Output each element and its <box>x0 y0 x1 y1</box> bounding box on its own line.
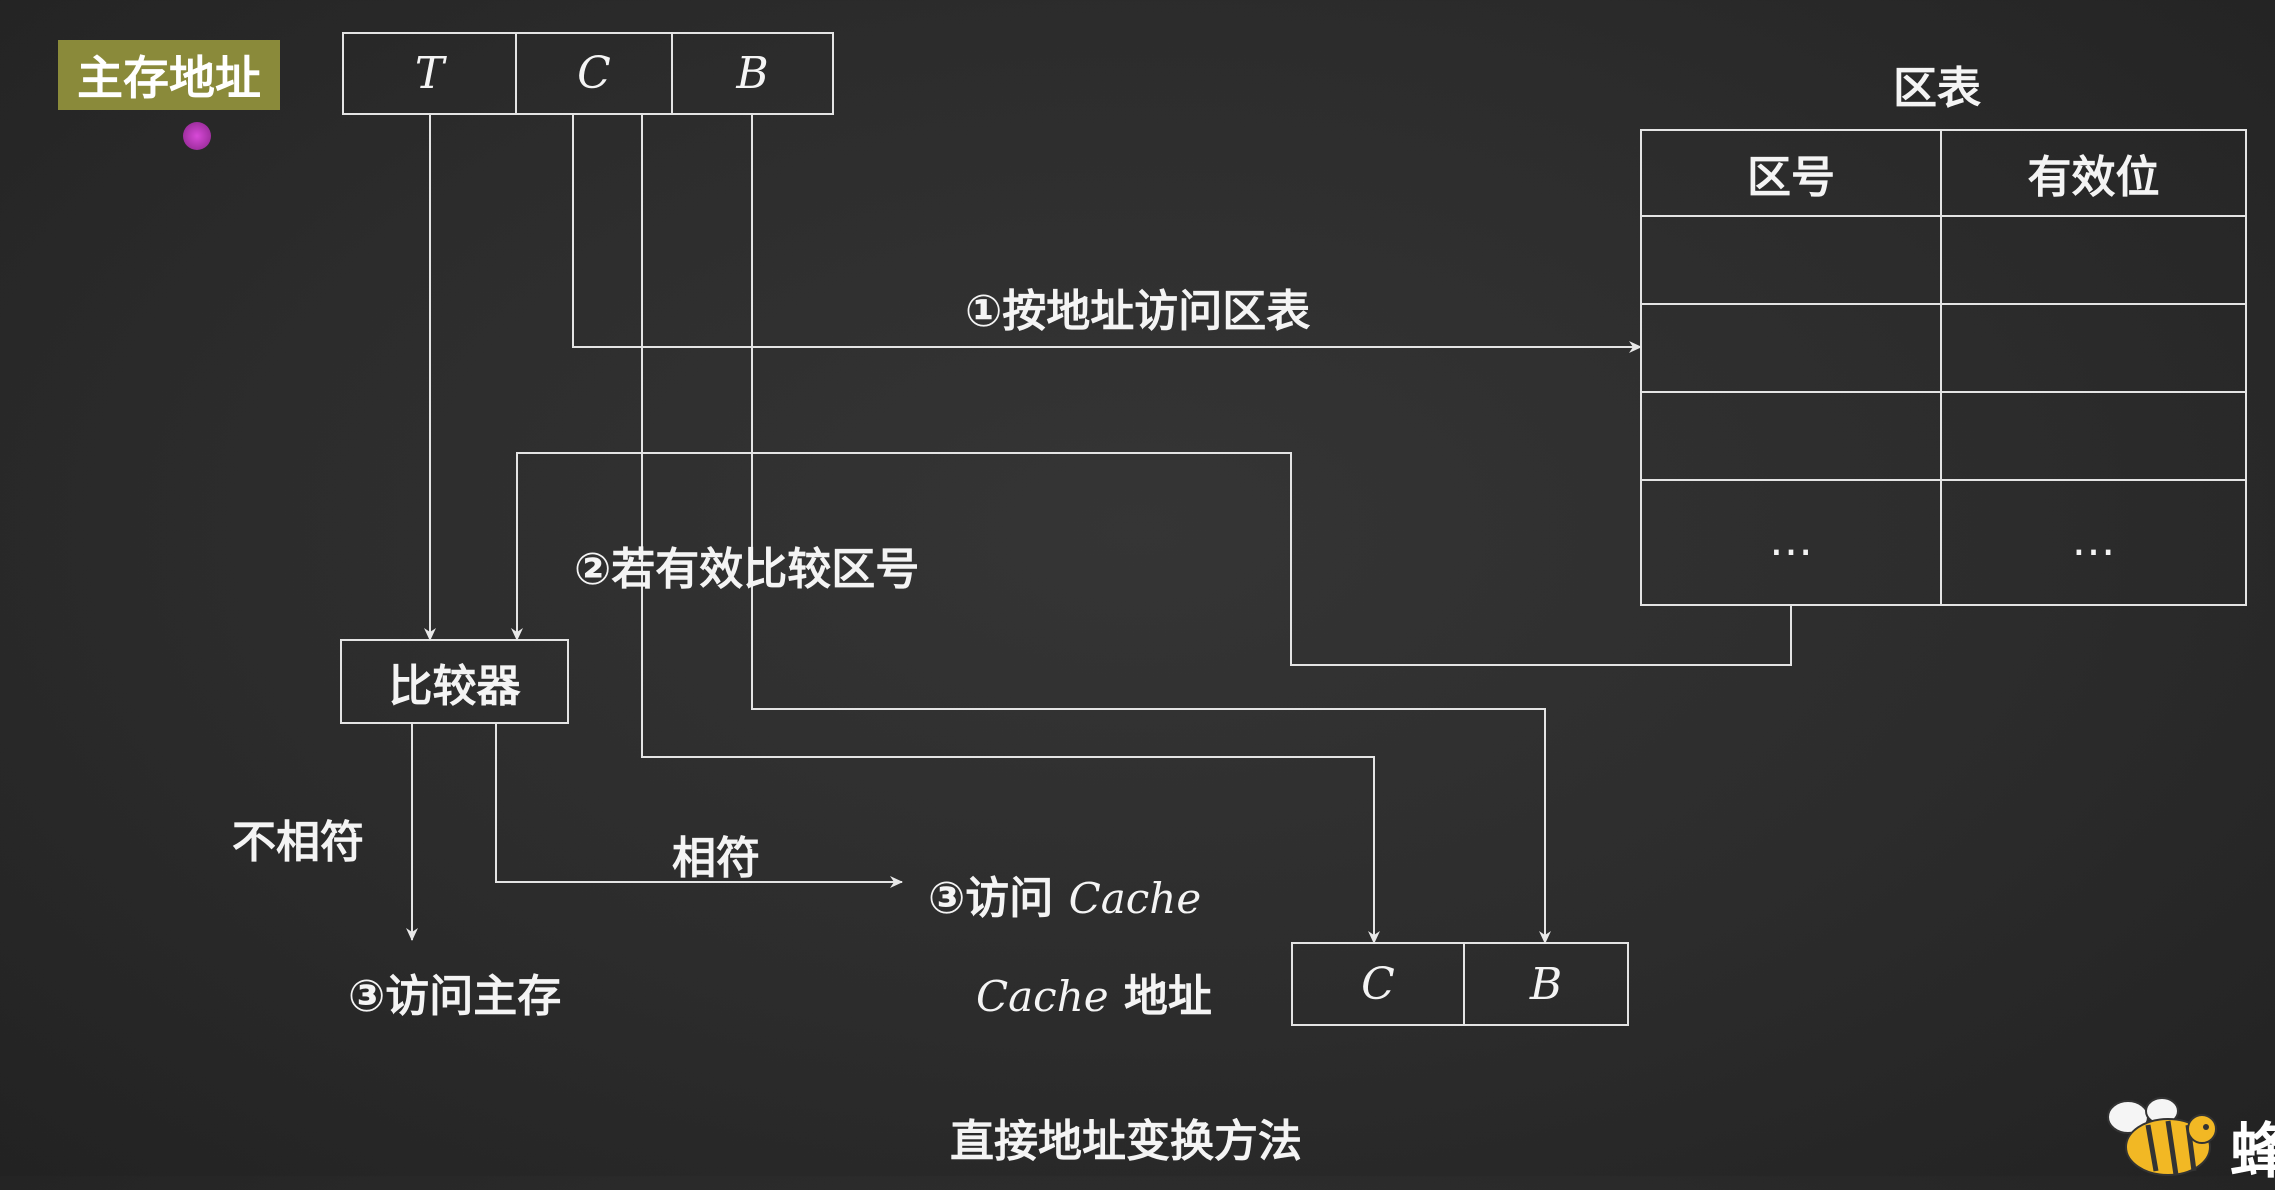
cache-field-c: C <box>1361 958 1395 1010</box>
zone-number-header: 区号 <box>1747 152 1835 203</box>
cache-address-word: Cache <box>976 972 1109 1021</box>
step1-arrow <box>572 114 1642 353</box>
bee-logo-icon <box>2107 1097 2217 1176</box>
diagram-caption: 直接地址变换方法 <box>950 1116 1302 1167</box>
b-to-cache-arrow <box>751 114 1551 944</box>
access-cache-label: ③访问 Cache <box>928 862 1201 926</box>
main-address-label: 主存地址 <box>58 40 280 110</box>
comparator-box <box>340 639 569 724</box>
c-to-cache-arrow <box>641 114 1380 944</box>
cache-field-b: B <box>1529 958 1563 1010</box>
field-t: T <box>414 48 445 99</box>
zonetable-to-comparator-arrow <box>511 452 1792 666</box>
valid-bit-ellipsis: … <box>2071 514 2116 566</box>
cache-address-register <box>1291 942 1629 1026</box>
mismatch-label: 不相符 <box>232 817 364 868</box>
zone-table-grid <box>1640 129 2247 606</box>
main-address-register <box>342 32 834 115</box>
comparator-label: 比较器 <box>388 660 521 712</box>
pointer-cursor-icon <box>183 122 211 150</box>
bee-logo: 蜂 <box>2090 1085 2275 1187</box>
access-cache-word: Cache <box>1068 874 1202 923</box>
field-b: B <box>736 48 769 99</box>
logo-text: 蜂 <box>2230 1117 2275 1187</box>
access-main-memory-label: ③访问主存 <box>348 971 562 1022</box>
zone-table-title: 区表 <box>1893 63 1981 114</box>
match-arrow <box>495 723 903 888</box>
step2-label: ②若有效比较区号 <box>574 544 920 595</box>
field-c: C <box>577 48 611 99</box>
zone-number-ellipsis: … <box>1769 514 1813 566</box>
match-label: 相符 <box>672 833 760 884</box>
cache-address-suffix: 地址 <box>1108 971 1212 1022</box>
cache-address-label: Cache 地址 <box>976 960 1212 1024</box>
valid-bit-header: 有效位 <box>2027 152 2160 203</box>
step1-label: ①按地址访问区表 <box>965 286 1311 337</box>
access-cache-prefix: ③访问 <box>928 873 1069 924</box>
